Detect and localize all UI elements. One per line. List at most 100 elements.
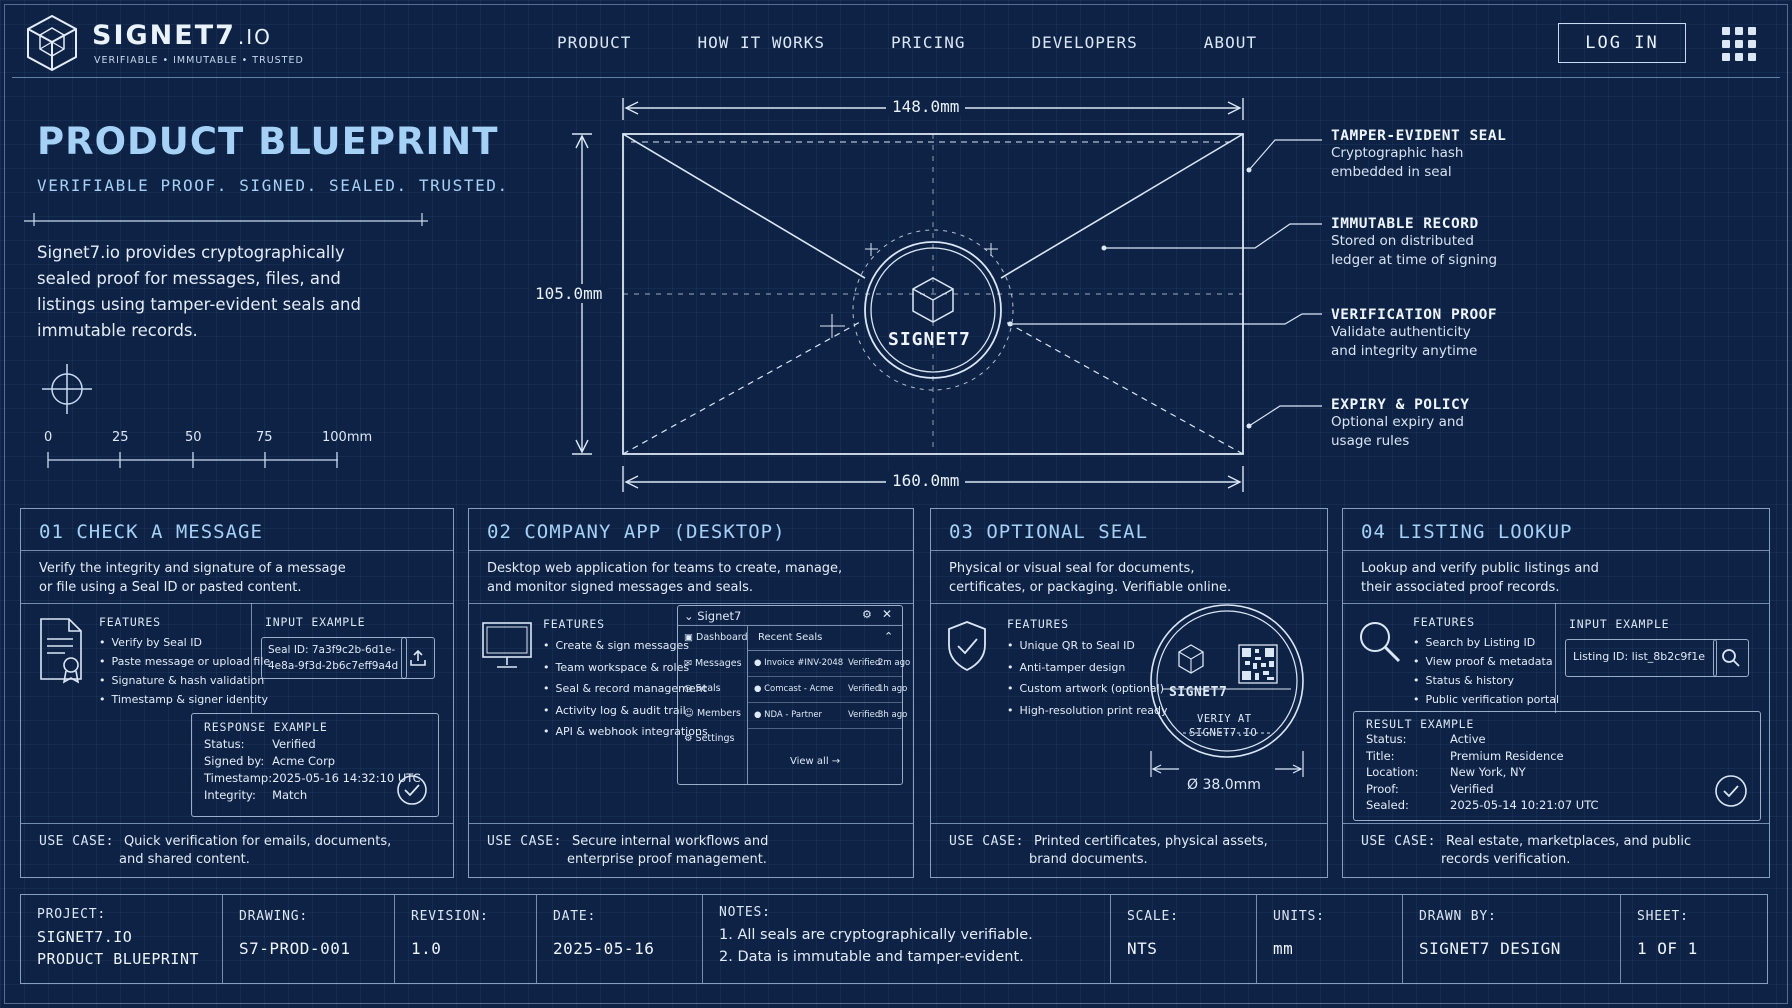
panel-company-app: 02 COMPANY APP (DESKTOP) Desktop web app…: [468, 508, 914, 878]
seal-verify-line2: SIGNET7.IO: [1189, 727, 1258, 739]
check-circle-icon: [397, 775, 427, 805]
main-nav: PRODUCT HOW IT WORKS PRICING DEVELOPERS …: [557, 33, 1323, 52]
seal-id-input[interactable]: Seal ID: 7a3f9c2b-6d1e- 4e8a-9f3d-2b6c7e…: [261, 637, 407, 679]
tb-project: PROJECT: SIGNET7.IO PRODUCT BLUEPRINT: [21, 895, 223, 983]
table-row: Title:Premium Residence: [1366, 748, 1564, 763]
view-all-link[interactable]: View all →: [790, 756, 841, 767]
p1-input-label: INPUT EXAMPLE: [265, 615, 366, 629]
feature-item: Paste message or upload file: [99, 652, 271, 671]
feature-item: Unique QR to Seal ID: [1007, 635, 1167, 657]
physical-seal-graphic: [1150, 604, 1304, 758]
envelope-drawing: [572, 98, 1322, 492]
nav-pricing[interactable]: PRICING: [891, 33, 966, 52]
table-row: Integrity:Match: [204, 788, 308, 802]
feature-item: Public verification portal: [1413, 690, 1560, 709]
top-header: SIGNET7.IO VERIFIABLE • IMMUTABLE • TRUS…: [12, 10, 1780, 78]
tb-units: UNITS: mm: [1257, 895, 1403, 983]
search-button[interactable]: [1713, 639, 1749, 677]
callout-verification-proof: VERIFICATION PROOF Validate authenticity…: [1331, 307, 1498, 359]
ruler-label-0: 0: [44, 430, 53, 445]
height-dimension-label: 105.0mm: [529, 284, 609, 303]
table-row: Location:New York, NY: [1366, 765, 1526, 779]
callout-tamper-evident: TAMPER-EVIDENT SEAL Cryptographic hash e…: [1331, 128, 1507, 180]
upload-button[interactable]: [401, 637, 435, 679]
sidebar-item-seals[interactable]: ◎ Seals: [684, 683, 721, 694]
width-dimension-label: 148.0mm: [886, 97, 966, 116]
feature-item: API & webhook integrations: [543, 721, 708, 743]
panel-optional-seal: 03 OPTIONAL SEAL Physical or visual seal…: [930, 508, 1328, 878]
app-grid-icon[interactable]: [1722, 27, 1756, 61]
listing-id-input[interactable]: Listing ID: list_8b2c9f1e: [1565, 639, 1717, 677]
settings-icon[interactable]: ⚙: [862, 608, 872, 621]
tb-sheet: SHEET: 1 OF 1: [1637, 909, 1698, 958]
panel-description: Physical or visual seal for documents,ce…: [949, 561, 1232, 595]
p3-use-case: USE CASE:Printed certificates, physical …: [949, 834, 1268, 867]
app-sidebar: ▣ Dashboard ✉ Messages ◎ Seals ☺ Members…: [678, 626, 748, 784]
upload-icon: [410, 649, 426, 666]
p4-features: FEATURES Search by Listing ID View proof…: [1413, 615, 1559, 709]
panel-listing-lookup: 04 LISTING LOOKUP Lookup and verify publ…: [1342, 508, 1770, 878]
ruler-label-25: 25: [112, 430, 129, 445]
p4-input-label: INPUT EXAMPLE: [1569, 617, 1670, 631]
p1-features: FEATURES Verify by Seal ID Paste message…: [99, 615, 270, 709]
sidebar-item-members[interactable]: ☺ Members: [684, 708, 741, 719]
sidebar-item-dashboard[interactable]: ▣ Dashboard: [684, 632, 748, 643]
tb-revision: REVISION: 1.0: [395, 895, 537, 983]
crosshair-icon: [42, 364, 92, 414]
feature-item: Timestamp & signer identity: [99, 690, 270, 709]
nav-product[interactable]: PRODUCT: [557, 33, 632, 52]
seal-name: SIGNET7: [1169, 685, 1228, 700]
seal-diameter-label: Ø 38.0mm: [1187, 777, 1261, 793]
title-divider: [24, 213, 428, 226]
table-row: Status:Verified: [204, 737, 316, 751]
search-icon: [1722, 649, 1740, 667]
nav-how-it-works[interactable]: HOW IT WORKS: [697, 33, 826, 52]
ruler-label-50: 50: [185, 430, 202, 445]
tb-scale: SCALE: NTS: [1111, 895, 1257, 983]
tb-drawn-by: DRAWN BY: SIGNET7 DESIGN: [1403, 895, 1621, 983]
panel-title: 01 CHECK A MESSAGE: [21, 509, 453, 551]
app-titlebar: ⌄ Signet7 ⚙ ✕: [678, 606, 902, 626]
diameter-dimension: [1150, 751, 1304, 777]
feature-item: Activity log & audit trail: [543, 700, 708, 722]
callout-expiry-policy: EXPIRY & POLICY Optional expiry and usag…: [1331, 397, 1470, 449]
sidebar-item-messages[interactable]: ✉ Messages: [684, 658, 742, 669]
title-block: PROJECT: SIGNET7.IO PRODUCT BLUEPRINT DR…: [20, 894, 1768, 984]
app-title: ⌄ Signet7: [684, 609, 742, 623]
p2-features: FEATURES Create & sign messages Team wor…: [543, 617, 708, 743]
feature-item: Signature & hash validation: [99, 671, 270, 690]
panel-check-message: 01 CHECK A MESSAGE Verify the integrity …: [20, 508, 454, 878]
intro-text: Signet7.io provides cryptographically se…: [37, 243, 361, 340]
tb-date: DATE: 2025-05-16: [537, 895, 703, 983]
feature-item: Team workspace & roles: [543, 657, 708, 679]
feature-item: High-resolution print ready: [1007, 700, 1168, 722]
feature-item: Custom artwork (optional): [1007, 678, 1167, 700]
brand-name[interactable]: SIGNET7.IO: [92, 20, 272, 51]
feature-item: Create & sign messages: [543, 635, 708, 657]
nav-about[interactable]: ABOUT: [1203, 33, 1257, 52]
close-icon[interactable]: ✕: [882, 607, 893, 621]
shield-check-icon: [948, 621, 986, 672]
ruler-label-100: 100mm: [322, 430, 373, 445]
p4-use-case: USE CASE:Real estate, marketplaces, and …: [1361, 834, 1692, 867]
chevron-up-icon[interactable]: ⌃: [884, 630, 894, 643]
result-example-box: RESULT EXAMPLE Status:Active Title:Premi…: [1353, 711, 1761, 821]
login-button[interactable]: LOG IN: [1558, 23, 1686, 63]
feature-item: Anti-tamper design: [1007, 657, 1167, 679]
monitor-icon: [482, 622, 532, 668]
nav-developers[interactable]: DEVELOPERS: [1031, 33, 1138, 52]
feature-item: View proof & metadata: [1413, 652, 1559, 671]
magnifier-icon: [1360, 622, 1401, 663]
panel-title: 03 OPTIONAL SEAL: [931, 509, 1327, 551]
recent-seals-heading: Recent Seals: [758, 632, 823, 643]
table-row: Timestamp:2025-05-16 14:32:10 UTC: [204, 771, 421, 785]
cube-logo-icon: [27, 14, 77, 72]
panel-description: Verify the integrity and signature of a …: [39, 561, 346, 595]
ruler-label-75: 75: [256, 430, 273, 445]
tb-notes: NOTES: 1. All seals are cryptographicall…: [703, 895, 1111, 983]
p1-use-case: USE CASE:Quick verification for emails, …: [39, 834, 392, 867]
sidebar-item-settings[interactable]: ⚙ Settings: [684, 733, 735, 744]
